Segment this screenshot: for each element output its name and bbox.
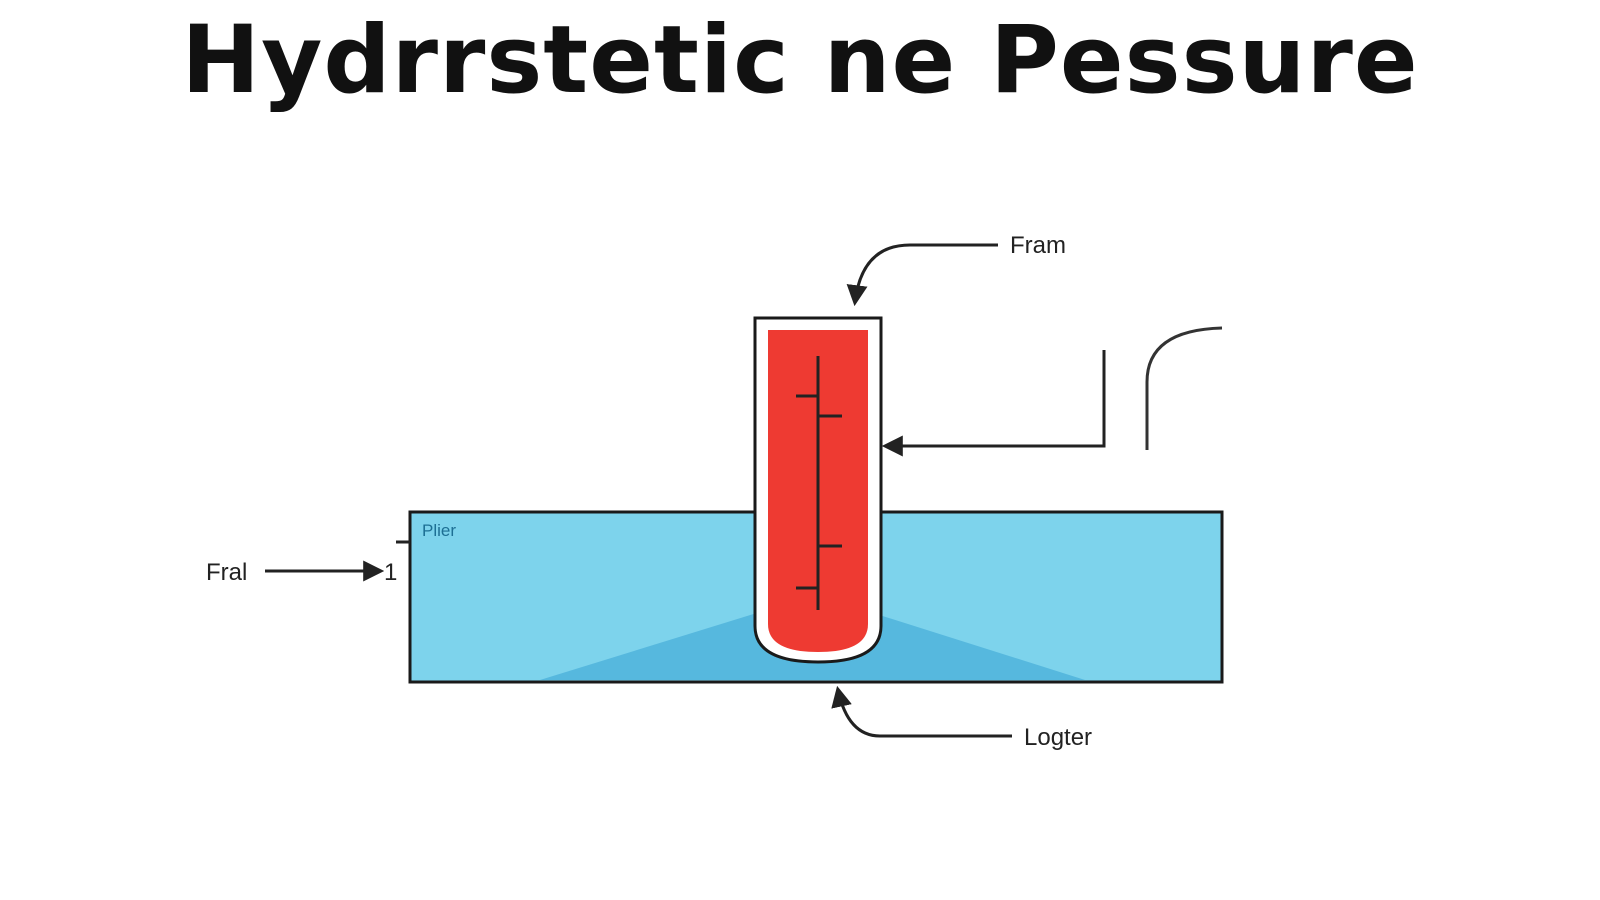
left-label: Fral [206, 559, 247, 586]
bottom-label: Logter [1024, 724, 1092, 751]
left-marker: 1 [384, 559, 397, 586]
top-label: Fram [1010, 232, 1066, 259]
tube-scale [796, 356, 842, 610]
top-arrow [846, 243, 998, 307]
curved-pipe [1145, 326, 1223, 450]
right-arrow [881, 350, 1106, 457]
tank-label: Plier [422, 521, 456, 540]
bottom-arrow [831, 685, 1012, 738]
page-title: Hydrrstetic ne Pessure [181, 6, 1419, 115]
